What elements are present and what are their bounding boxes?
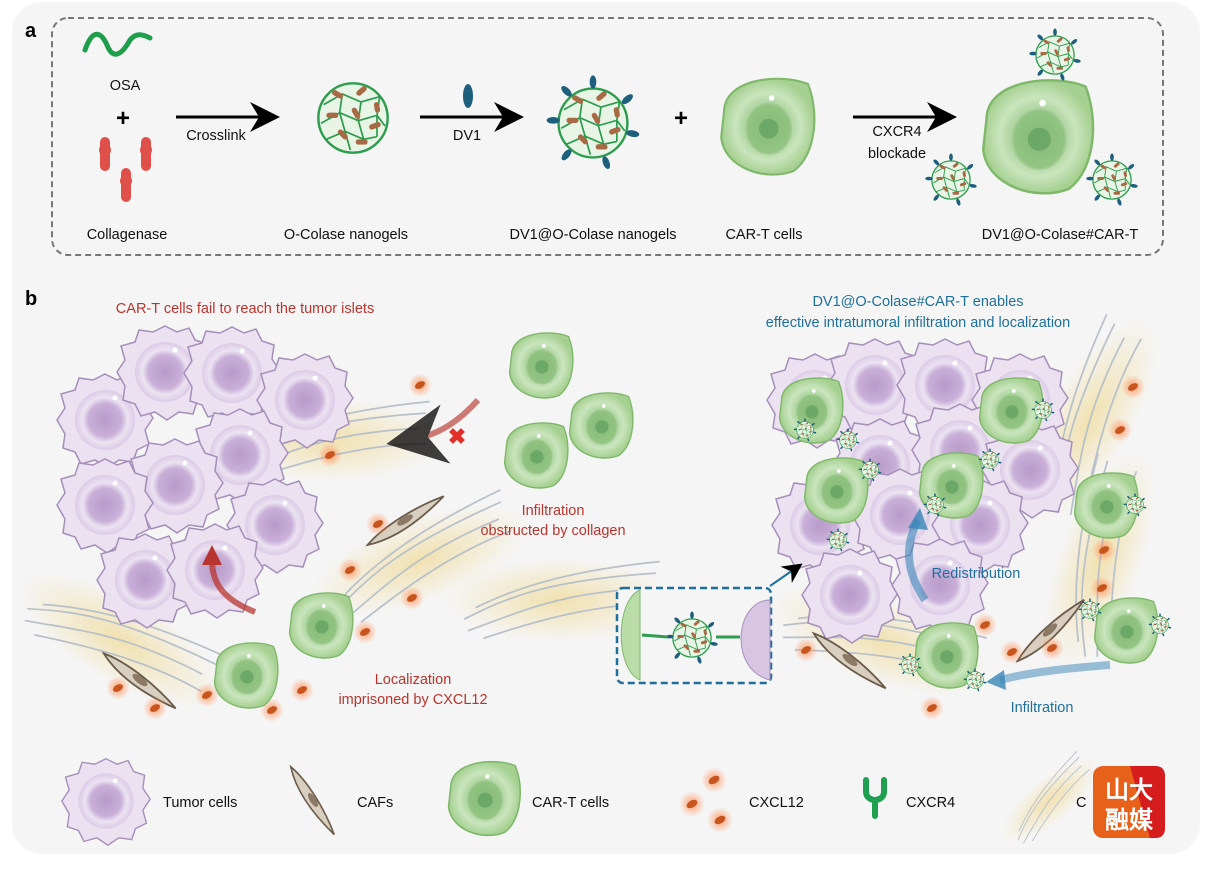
car-t-cell (978, 377, 1044, 444)
crosslink-label: Crosslink (186, 128, 246, 144)
cxcl12 (143, 696, 167, 720)
localization-line-2: imprisoned by CXCL12 (338, 692, 487, 708)
blocked-arrow (386, 397, 481, 464)
cxcl12 (1000, 640, 1024, 664)
blockade-label: blockade (868, 146, 926, 162)
cxcr4-icon (863, 777, 887, 819)
panel-a: a OSA + Collagenase Crosslink O-Colase n… (25, 17, 1164, 256)
legend-cxcl12-label: CXCL12 (749, 795, 804, 811)
redistribution-arrow-head (908, 508, 928, 530)
cxcl12 (1040, 636, 1064, 660)
product-label: DV1@O-Colase#CAR-T (982, 227, 1139, 243)
localization-line-1: Localization (375, 672, 452, 688)
redistribution-label: Redistribution (932, 566, 1021, 582)
car-t-cell (503, 422, 569, 489)
cxcl12 (106, 676, 130, 700)
legend-car-t-label: CAR-T cells (532, 795, 609, 811)
dv1-o-colase-label: DV1@O-Colase nanogels (509, 227, 676, 243)
car-t-cell (213, 642, 279, 709)
car-t-label: CAR-T cells (725, 227, 802, 243)
cxcl12 (318, 443, 342, 467)
car-t-cell-with-nanogels-icon (981, 79, 1095, 195)
blocked-x-icon: ✖ (448, 424, 466, 449)
cxcl12 (290, 678, 314, 702)
panel-a-label: a (25, 20, 37, 42)
plus-sign-2: + (674, 105, 688, 132)
dv1-peptide-icon (463, 84, 473, 108)
plus-sign: + (116, 105, 130, 132)
watermark-logo: 山大 融媒 (1093, 766, 1165, 838)
legend-tumor-label: Tumor cells (163, 795, 237, 811)
cxcl12 (366, 512, 390, 536)
cxcl12 (1108, 418, 1132, 442)
svg-text:融媒: 融媒 (1105, 807, 1154, 834)
return-arrow-head (202, 545, 222, 565)
return-arrow (209, 559, 257, 615)
collagenase-icon (99, 137, 152, 202)
cxcl12 (920, 696, 944, 720)
legend: Tumor cells CAFs CAR-T cells CXCL12 CXCR… (61, 743, 1165, 857)
cxcr4-label: CXCR4 (872, 124, 921, 140)
car-t-cell-icon (720, 77, 816, 176)
dv1-label: DV1 (453, 128, 481, 144)
panel-b-label: b (25, 288, 37, 310)
cxcl12 (338, 558, 362, 582)
infiltration-label: Infiltration (1011, 700, 1074, 716)
infiltration-obstructed-line-2: obstructed by collagen (480, 523, 625, 539)
cxcl12-icon (679, 791, 705, 817)
cxcl12-icon (707, 807, 733, 833)
collagenase-label: Collagenase (87, 227, 168, 243)
right-title-line-2: effective intratumoral infiltration and … (766, 315, 1070, 331)
right-title-line-1: DV1@O-Colase#CAR-T enables (812, 294, 1023, 310)
cxcl12 (973, 613, 997, 637)
o-colase-label: O-Colase nanogels (284, 227, 408, 243)
svg-text:山大: 山大 (1105, 777, 1153, 804)
o-colase-nanogel-icon (317, 82, 389, 154)
infiltration-obstructed-line-1: Infiltration (522, 503, 585, 519)
osa-polymer-icon (82, 31, 153, 57)
legend-cxcr4-label: CXCR4 (906, 795, 955, 811)
osa-label: OSA (110, 78, 141, 94)
cxcl12 (1121, 375, 1145, 399)
cxcl12 (400, 586, 424, 610)
panel-b: b CAR-T cells fail to reach the tumor is… (0, 288, 1186, 736)
car-t-cell (288, 592, 354, 659)
car-t-cell (508, 332, 574, 399)
infiltration-arrow-head (986, 670, 1006, 690)
binding-inset (615, 563, 803, 685)
legend-collagen-label: C (1076, 795, 1086, 811)
legend-caf-label: CAFs (357, 795, 393, 811)
car-t-cell-legend-icon (447, 760, 521, 837)
cxcl12 (408, 373, 432, 397)
left-title: CAR-T cells fail to reach the tumor isle… (116, 301, 374, 317)
car-t-cell (568, 392, 634, 459)
car-t-cell (803, 457, 869, 524)
cxcl12 (1092, 538, 1116, 562)
cxcl12 (353, 620, 377, 644)
cxcl12 (794, 638, 818, 662)
cxcl12 (1090, 576, 1114, 600)
infiltration-arrow (998, 661, 1111, 684)
panel-a-dashed-box (51, 17, 1164, 256)
cxcl12-icon (701, 767, 727, 793)
car-t-cell (1093, 597, 1159, 664)
